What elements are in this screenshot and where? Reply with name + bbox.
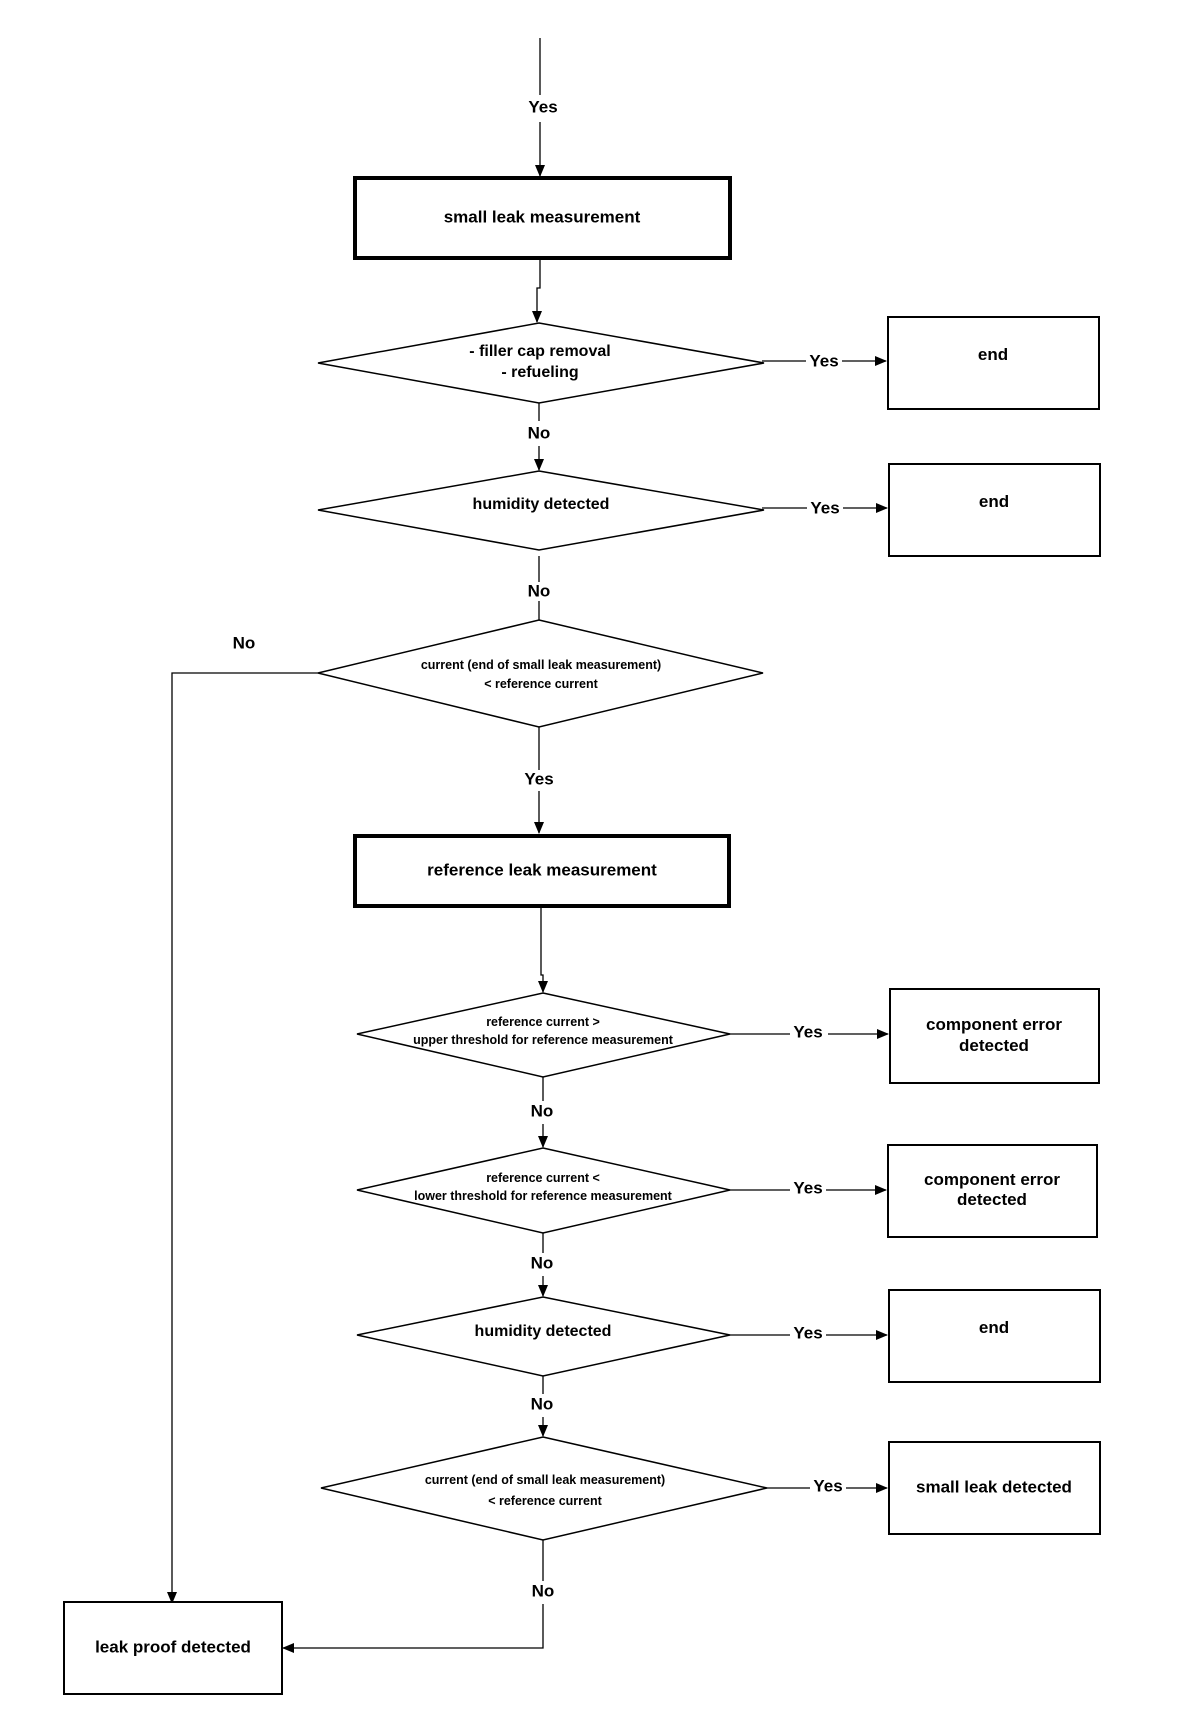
edge-label-d7-yes: Yes [813,1476,842,1495]
terminal-label: leak proof detected [95,1637,251,1656]
decision-line-2: < reference current [488,1494,602,1508]
process-label: small leak measurement [444,207,641,226]
decision-filler-cap-refueling: - filler cap removal - refueling [317,322,765,404]
edge-d7-no-b [282,1604,544,1653]
edge-label-d3-no: No [233,633,256,652]
decision-humidity-detected-1: humidity detected [317,470,765,551]
decision-line-1: current (end of small leak measurement) [425,1473,665,1487]
edge-label-d4-yes: Yes [793,1022,822,1041]
terminal-label-line-1: component error [924,1170,1060,1189]
decision-line-1: humidity detected [475,1323,612,1340]
terminal-label: end [979,492,1009,511]
terminal-end-2: end [888,463,1101,557]
decision-line-2: - refueling [501,364,578,381]
decision-reference-above-upper-threshold: reference current > upper threshold for … [356,992,731,1078]
edge-label-d1-no: No [528,423,551,442]
decision-line-1: - filler cap removal [469,343,610,360]
terminal-end-1: end [887,316,1100,410]
edge-label-d7-no: No [532,1581,555,1600]
edge-label-d5-no: No [531,1253,554,1272]
terminal-label-line-2: detected [957,1190,1027,1209]
decision-line-1: reference current > [486,1015,600,1029]
process-label: reference leak measurement [427,860,657,879]
decision-line-1: current (end of small leak measurement) [421,658,661,672]
edge-label-d4-no: No [531,1101,554,1120]
process-small-leak-measurement: small leak measurement [353,176,732,260]
decision-reference-below-lower-threshold: reference current < lower threshold for … [356,1147,731,1234]
edge-label-d6-yes: Yes [793,1323,822,1342]
edge-label-d2-no: No [528,581,551,600]
terminal-label-line-1: component error [926,1015,1062,1034]
decision-line-1: humidity detected [473,496,610,513]
decision-current-vs-reference-2: current (end of small leak measurement) … [320,1436,768,1541]
terminal-label: small leak detected [916,1477,1072,1496]
edge-label-d2-yes: Yes [810,498,839,517]
edge-label-d6-no: No [531,1394,554,1413]
process-reference-leak-measurement: reference leak measurement [353,834,731,908]
terminal-label: end [979,1318,1009,1337]
terminal-end-3: end [888,1289,1101,1383]
terminal-leak-proof-detected: leak proof detected [63,1601,283,1695]
decision-line-2: lower threshold for reference measuremen… [414,1189,673,1203]
terminal-small-leak-detected: small leak detected [888,1441,1101,1535]
terminal-component-error-2: component error detected [887,1144,1098,1238]
decision-line-2: upper threshold for reference measuremen… [413,1033,674,1047]
edge-label-d1-yes: Yes [809,351,838,370]
edge-refleak-d4 [538,907,548,993]
edge-smallleak-d1 [532,259,542,323]
edge-d3-no [167,672,318,1604]
decision-line-1: reference current < [486,1171,600,1185]
terminal-label: end [978,345,1008,364]
decision-line-2: < reference current [484,677,598,691]
edge-label-d3-yes: Yes [524,769,553,788]
edge-label-entry-yes: Yes [528,97,557,116]
decision-current-vs-reference-1: current (end of small leak measurement) … [317,619,764,728]
edge-label-d5-yes: Yes [793,1178,822,1197]
terminal-label-line-2: detected [959,1036,1029,1055]
terminal-component-error-1: component error detected [889,988,1100,1084]
decision-humidity-detected-2: humidity detected [356,1296,731,1377]
